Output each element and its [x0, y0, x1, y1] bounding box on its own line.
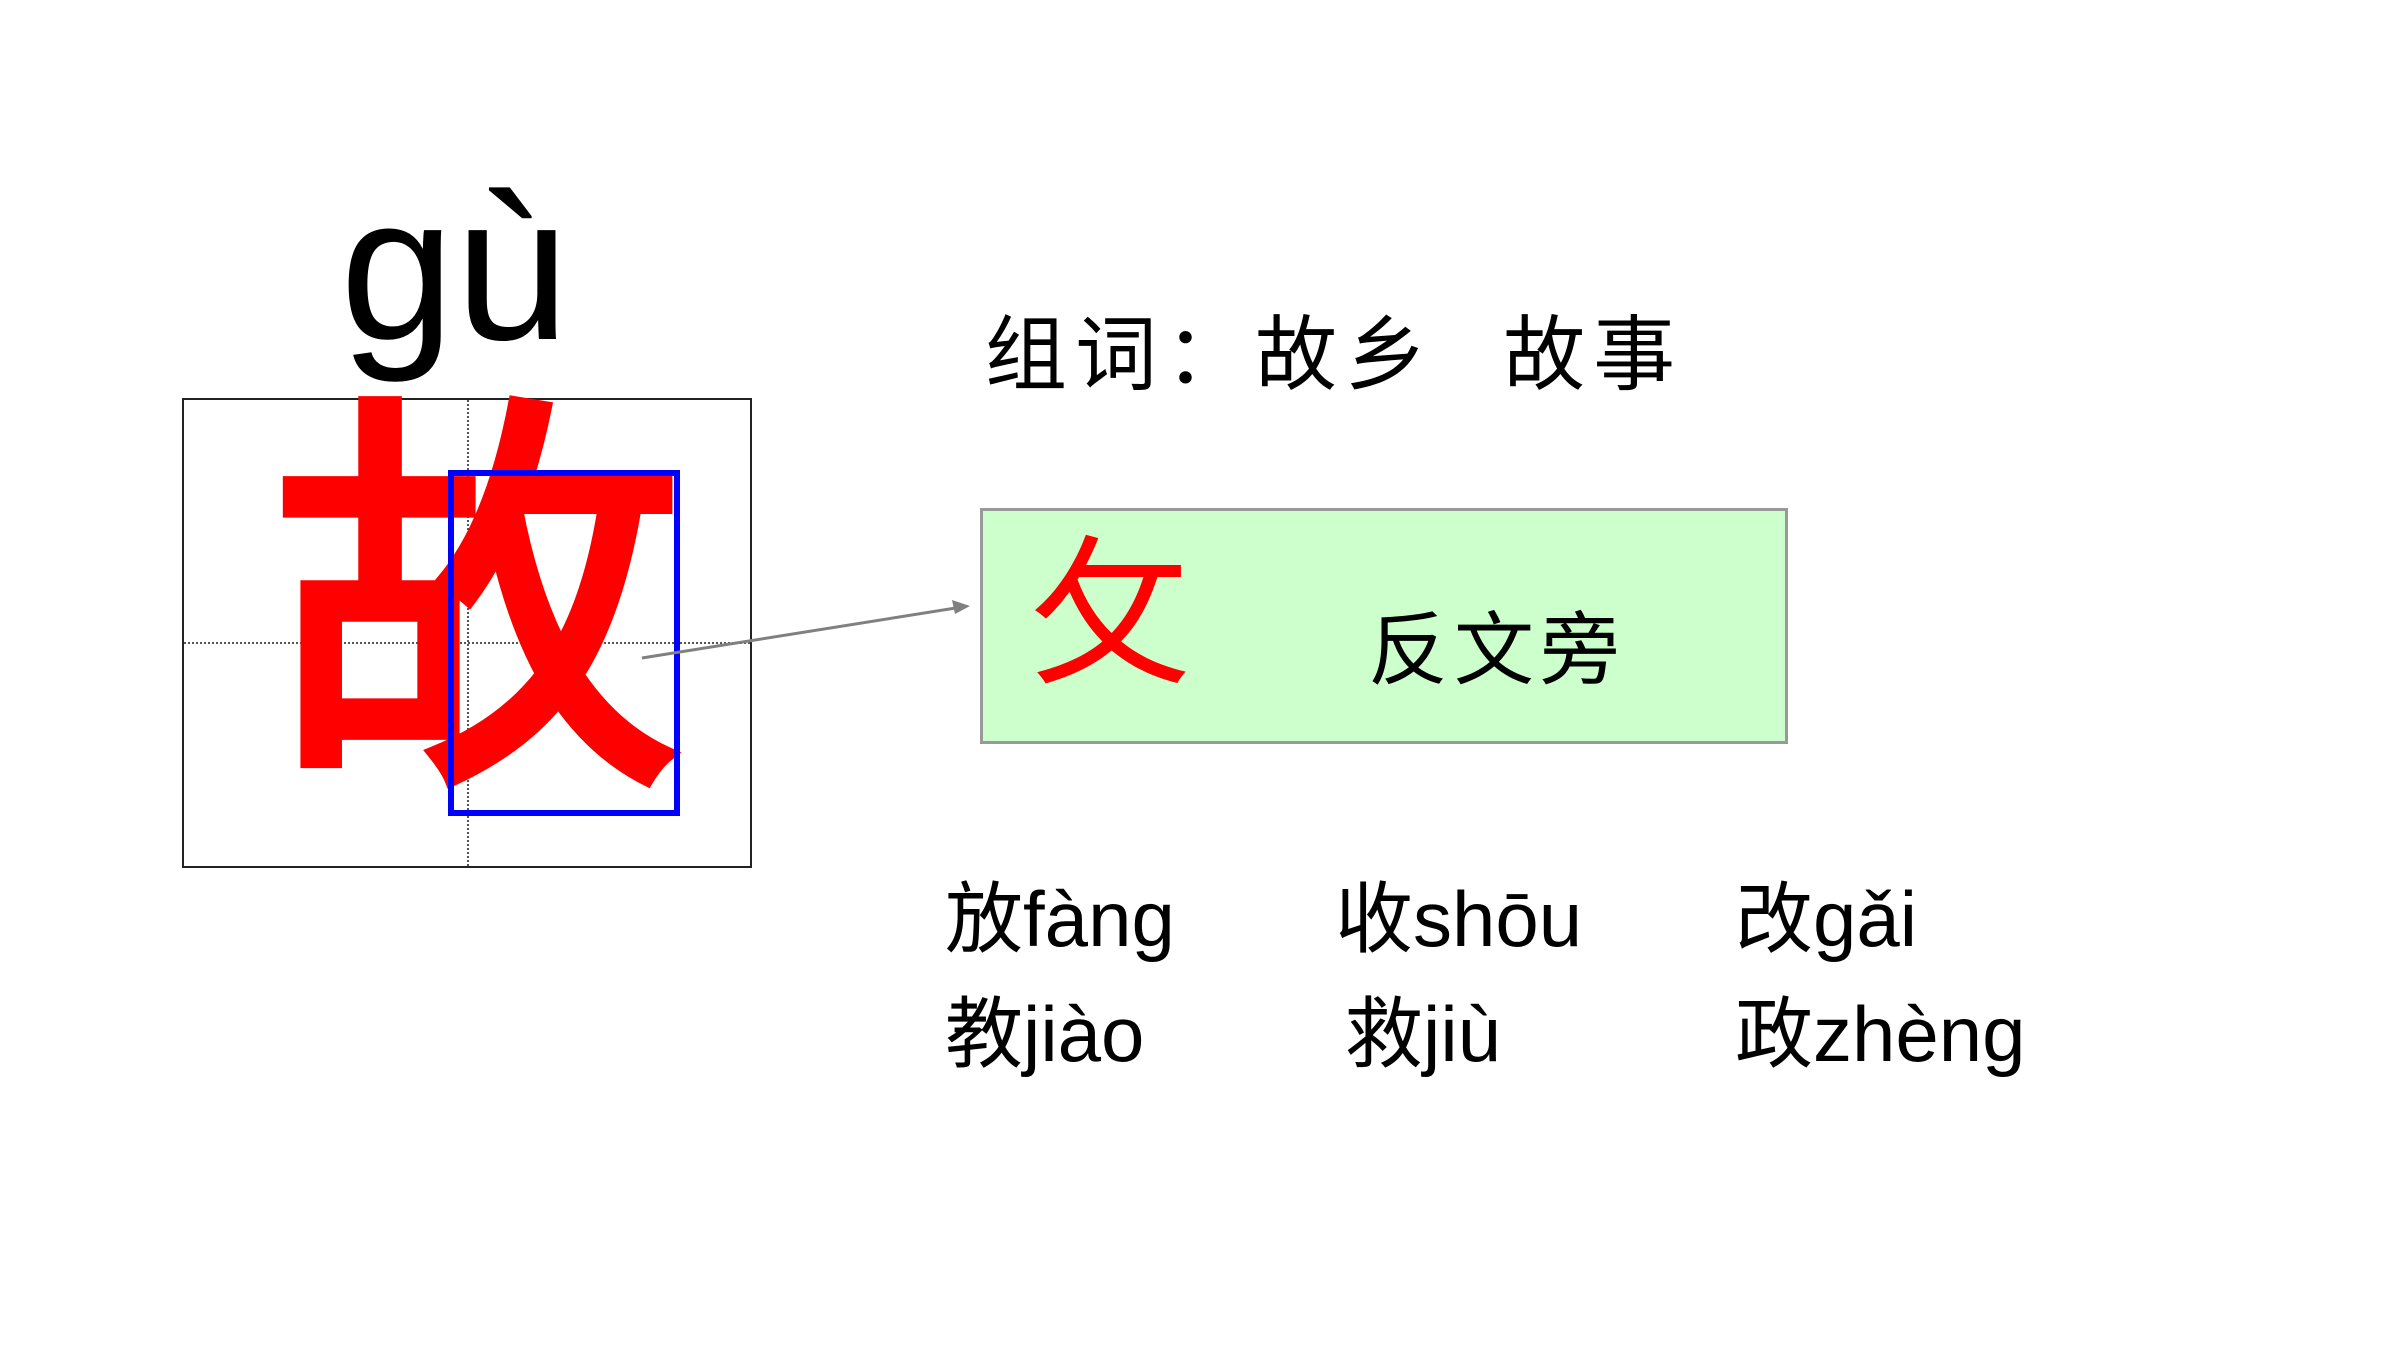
word-examples: 组词：故乡 故事	[985, 308, 1684, 403]
related-char-pinyin: fàng	[1023, 875, 1175, 963]
radical-box: 攵 反文旁	[980, 508, 1788, 744]
related-char-pinyin: gǎi	[1813, 875, 1918, 963]
related-character: 收shōu	[1335, 880, 1582, 959]
grid-horizontal-guide	[184, 642, 750, 644]
related-char-pinyin: zhèng	[1813, 990, 2026, 1078]
pinyin-label: gù	[340, 153, 570, 383]
related-char-glyph: 改	[1735, 875, 1814, 965]
related-character: 救jiù	[1345, 995, 1501, 1074]
related-char-pinyin: jiào	[1023, 990, 1145, 1078]
main-character: 故	[272, 362, 682, 844]
related-char-pinyin: jiù	[1423, 990, 1502, 1078]
related-char-glyph: 教	[945, 990, 1024, 1080]
related-character: 教jiào	[945, 995, 1144, 1074]
related-char-glyph: 政	[1735, 990, 1814, 1080]
related-character: 改gǎi	[1735, 880, 1917, 959]
radical-name: 反文旁	[1368, 604, 1626, 697]
related-char-glyph: 收	[1335, 875, 1414, 965]
related-char-glyph: 救	[1345, 990, 1424, 1080]
related-char-pinyin: shōu	[1413, 875, 1583, 963]
related-char-glyph: 放	[945, 875, 1024, 965]
related-character: 政zhèng	[1735, 995, 2026, 1074]
related-character: 放fàng	[945, 880, 1175, 959]
grid-vertical-guide	[467, 400, 469, 866]
radical-glyph: 攵	[1031, 521, 1192, 708]
character-grid: 故	[182, 398, 752, 868]
radical-highlight	[448, 470, 680, 816]
